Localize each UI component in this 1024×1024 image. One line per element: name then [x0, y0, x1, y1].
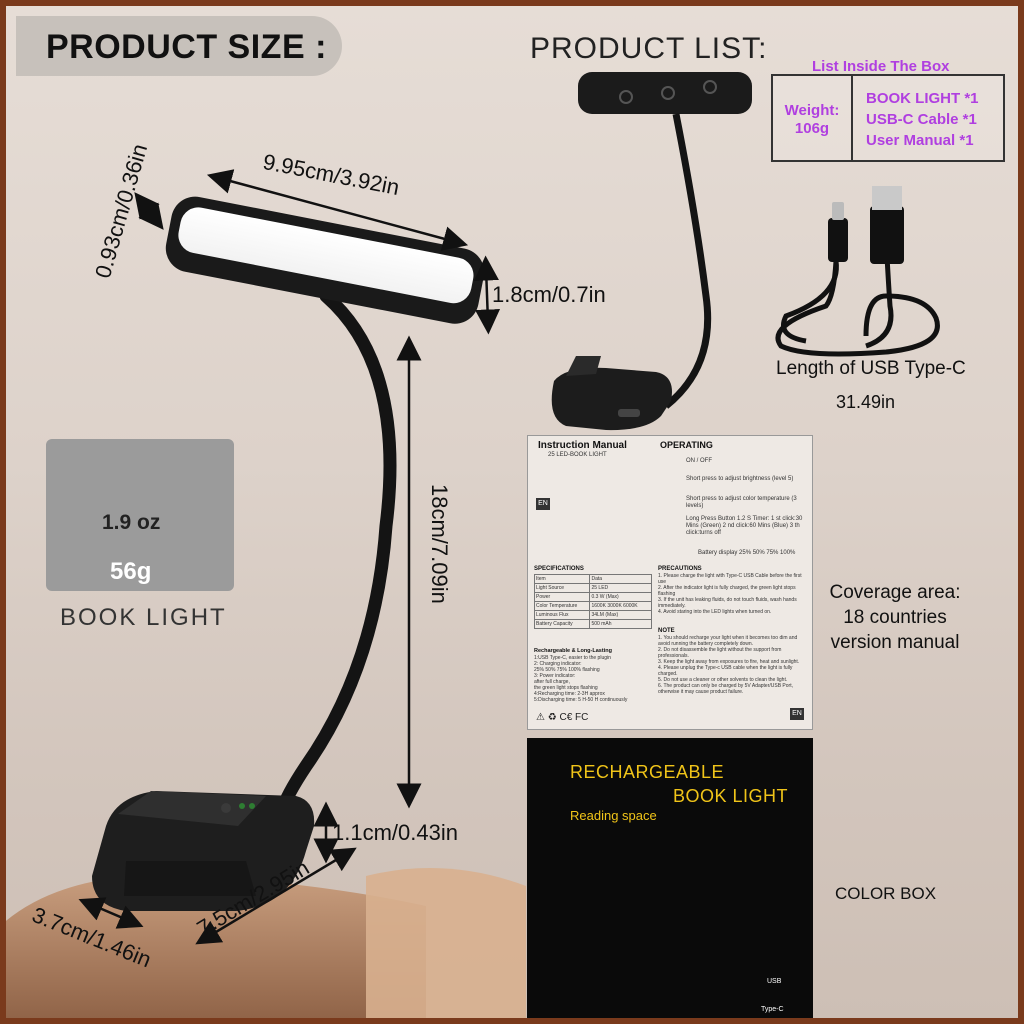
- weight-grams: 56g: [110, 558, 152, 585]
- dim-base-height: 1.1cm/0.43in: [332, 820, 458, 845]
- note-line: 2. Do not disassemble the light without …: [658, 647, 782, 659]
- weight-card: [46, 439, 234, 591]
- note-line: 5. Do not use a cleaner or other solvent…: [658, 677, 788, 683]
- note-line: 3. Keep the light away from exposures to…: [658, 659, 800, 665]
- recharge-line: 2: Charging indicator:: [534, 661, 582, 667]
- usb-c-connector: [828, 218, 848, 262]
- colorbox-line2: BOOK LIGHT: [673, 786, 789, 806]
- manual-en-badge: EN: [536, 498, 550, 510]
- small-lamp: [551, 72, 752, 431]
- spec-cell: Power: [533, 592, 591, 602]
- recharge-line: 5:Discharging time: 5 H-50 H continuousl…: [534, 697, 628, 703]
- title-pill: [16, 16, 342, 76]
- box-list-panel: [771, 74, 1005, 162]
- spec-cell: Luminous Flux: [533, 610, 591, 620]
- manual-operating-title: OPERATING: [660, 440, 713, 450]
- usb-length-label: Length of USB Type-C: [776, 358, 966, 379]
- lamp-neck: [275, 289, 397, 818]
- coverage-line: Coverage area:: [829, 582, 961, 603]
- manual-title: Instruction Manual: [538, 440, 627, 451]
- spec-cell: 1600K 3000K 6000K: [589, 601, 652, 611]
- manual-notes: 1. You should recharge your light when i…: [658, 635, 808, 695]
- spec-header-cell: Data: [589, 574, 652, 584]
- spec-cell: 25 LED: [589, 583, 652, 593]
- recharge-line: the green light stops flashing: [534, 685, 598, 691]
- coverage-line: version manual: [830, 632, 960, 653]
- recharge-line: 3: Power indicator:: [534, 673, 576, 679]
- manual-subtitle: 25 LED-BOOK LIGHT: [548, 452, 607, 458]
- colorbox-usb-label: USB: [767, 978, 782, 985]
- box-weight: Weight: 106g: [776, 102, 848, 138]
- box-item: BOOK LIGHT *1: [866, 90, 979, 107]
- arrow-head-height: [473, 255, 501, 335]
- manual-op-item: ON / OFF: [686, 458, 712, 464]
- box-list-divider: [851, 74, 853, 162]
- manual-op-item: Battery display 25% 50% 75% 100%: [698, 550, 796, 556]
- coverage-line: 18 countries: [843, 607, 947, 628]
- manual-precautions-title: PRECAUTIONS: [658, 566, 702, 572]
- manual-precautions: 1. Please charge the light with Type-C U…: [658, 573, 808, 615]
- arrow-base-length: [195, 847, 357, 945]
- spec-cell: Color Temperature: [533, 601, 591, 611]
- box-item-list: BOOK LIGHT *1 USB-C Cable *1 User Manual…: [866, 88, 979, 151]
- manual-en-badge: EN: [790, 708, 804, 720]
- lamp-head: [165, 196, 485, 324]
- manual-note-title: NOTE: [658, 628, 675, 634]
- manual-op-item: Long Press Button 1.2 S Timer: 1 st clic…: [686, 516, 803, 536]
- box-list-title: List Inside The Box: [812, 58, 950, 75]
- arrow-thickness: [134, 192, 164, 230]
- dim-neck: 18cm/7.09in: [427, 484, 452, 604]
- manual-op-item: Short press to adjust brightness (level …: [686, 476, 794, 482]
- recharge-line: after full charge,: [534, 679, 570, 685]
- instruction-manual: Instruction Manual 25 LED-BOOK LIGHT EN …: [527, 435, 813, 730]
- note-line: 4. Please unplug the Type-c USB cable wh…: [658, 665, 793, 677]
- color-box: RECHARGEABLE BOOK LIGHT Reading space US…: [527, 738, 813, 1018]
- spec-header-cell: Item: [533, 574, 591, 584]
- weight-card-label: BOOK LIGHT: [60, 604, 227, 631]
- product-size-title: PRODUCT SIZE :: [46, 28, 327, 66]
- manual-op-item: Short press to adjust color temperature …: [686, 496, 797, 509]
- box-item: USB-C Cable *1: [866, 111, 977, 128]
- sofa-cushion: [366, 868, 526, 1018]
- color-box-label: COLOR BOX: [835, 884, 937, 903]
- arrow-length: [206, 169, 469, 251]
- recharge-line: 4:Recharging time: 2-3H approx: [534, 691, 605, 697]
- usb-length-value: 31.49in: [836, 392, 896, 412]
- colorbox-line1: RECHARGEABLE: [570, 762, 725, 782]
- usb-a-connector: [870, 206, 904, 264]
- box-weight-value: 106g: [794, 120, 830, 137]
- note-line: 1. You should recharge your light when i…: [658, 635, 798, 647]
- note-line: 6. The product can only be charged by 5V…: [658, 683, 793, 695]
- coverage-text: Coverage area: 18 countries version manu…: [814, 580, 976, 655]
- precaution-line: 1. Please charge the light with Type-C U…: [658, 573, 802, 585]
- precaution-line: 3. If the unit has leaking fluids, do no…: [658, 597, 797, 609]
- arrow-base-width: [78, 897, 144, 929]
- colorbox-line3: Reading space: [570, 808, 657, 823]
- spec-cell: 0.3 W (Max): [589, 592, 652, 602]
- colorbox-typec-label: Type-C: [761, 1006, 784, 1013]
- spec-cell: 500 mAh: [589, 619, 652, 629]
- weight-oz: 1.9 oz: [102, 511, 161, 534]
- recharge-line: 25% 50% 75% 100% flashing: [534, 667, 600, 673]
- manual-recharge-title: Rechargeable & Long-Lasting: [534, 648, 612, 654]
- precaution-line: 4. Avoid staring into the LED lights whe…: [658, 609, 772, 615]
- recharge-line: 1:USB Type-C, easier to the plugin: [534, 655, 611, 661]
- spec-cell: Light Source: [533, 583, 591, 593]
- manual-cert-marks: ⚠ ♻ C€ FC: [536, 712, 589, 723]
- spec-cell: Battery Capacity: [533, 619, 591, 629]
- box-item: User Manual *1: [866, 132, 974, 149]
- manual-spec-title: SPECIFICATIONS: [534, 566, 584, 572]
- precaution-line: 2. After the indicator light is fully ch…: [658, 585, 796, 597]
- spec-cell: 34LM (Max): [589, 610, 652, 620]
- usb-cable-image: [775, 237, 940, 357]
- box-weight-label: Weight:: [784, 102, 840, 119]
- dim-head-height: 1.8cm/0.7in: [492, 282, 606, 307]
- product-list-title: PRODUCT LIST:: [530, 32, 768, 65]
- manual-recharge-list: 1:USB Type-C, easier to the plugin 2: Ch…: [534, 655, 654, 703]
